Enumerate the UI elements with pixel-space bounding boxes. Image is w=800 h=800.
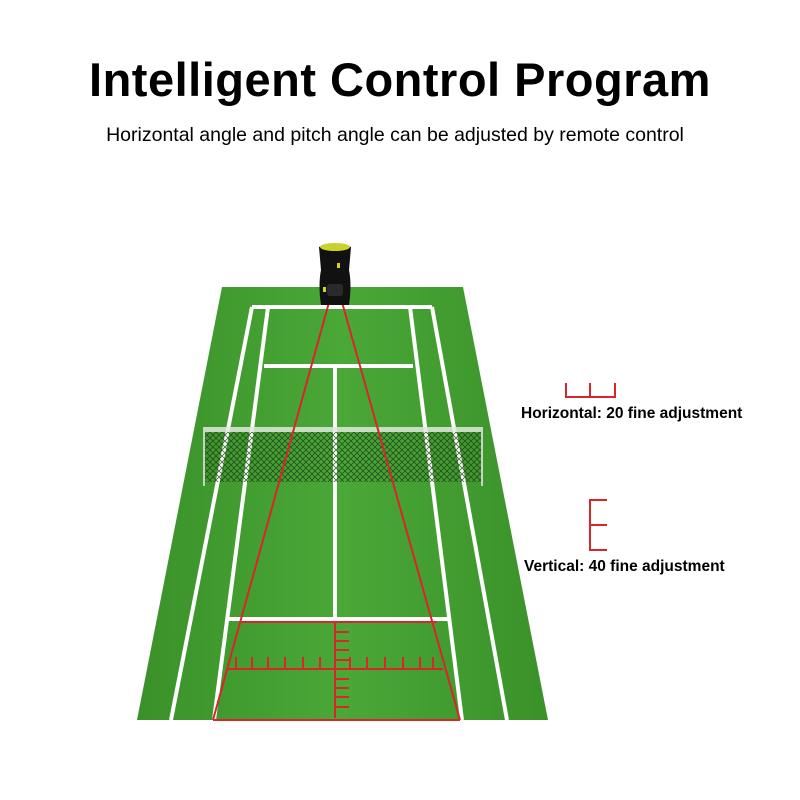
vertical-ticks xyxy=(335,631,349,708)
laser-projection xyxy=(212,287,461,721)
horizontal-adjust-icon xyxy=(565,383,616,398)
horizontal-adjustment-label: Horizontal: 20 fine adjustment xyxy=(521,405,743,422)
court-lines xyxy=(169,305,509,721)
page-title: Intelligent Control Program xyxy=(89,53,711,106)
page-subtitle: Horizontal angle and pitch angle can be … xyxy=(106,124,684,146)
ball-machine-icon xyxy=(319,243,351,305)
vertical-adjustment-label: Vertical: 40 fine adjustment xyxy=(524,558,725,575)
tennis-net xyxy=(203,427,483,486)
horizontal-ticks xyxy=(235,657,434,669)
vertical-adjust-icon xyxy=(589,499,607,551)
court-surface xyxy=(137,287,548,720)
